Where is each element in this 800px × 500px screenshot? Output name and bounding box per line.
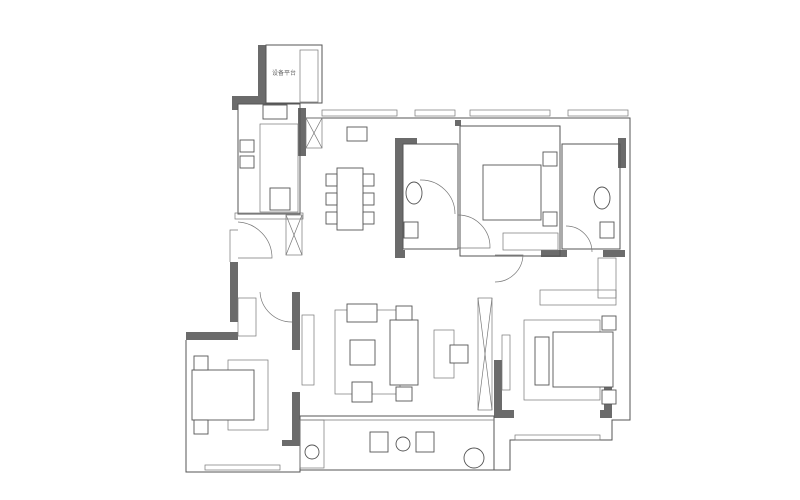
outlines — [185, 44, 631, 473]
room-label-equipment-platform: 设备平台 — [272, 69, 296, 77]
furniture — [191, 104, 617, 469]
walls — [186, 45, 626, 446]
doors — [237, 179, 593, 323]
